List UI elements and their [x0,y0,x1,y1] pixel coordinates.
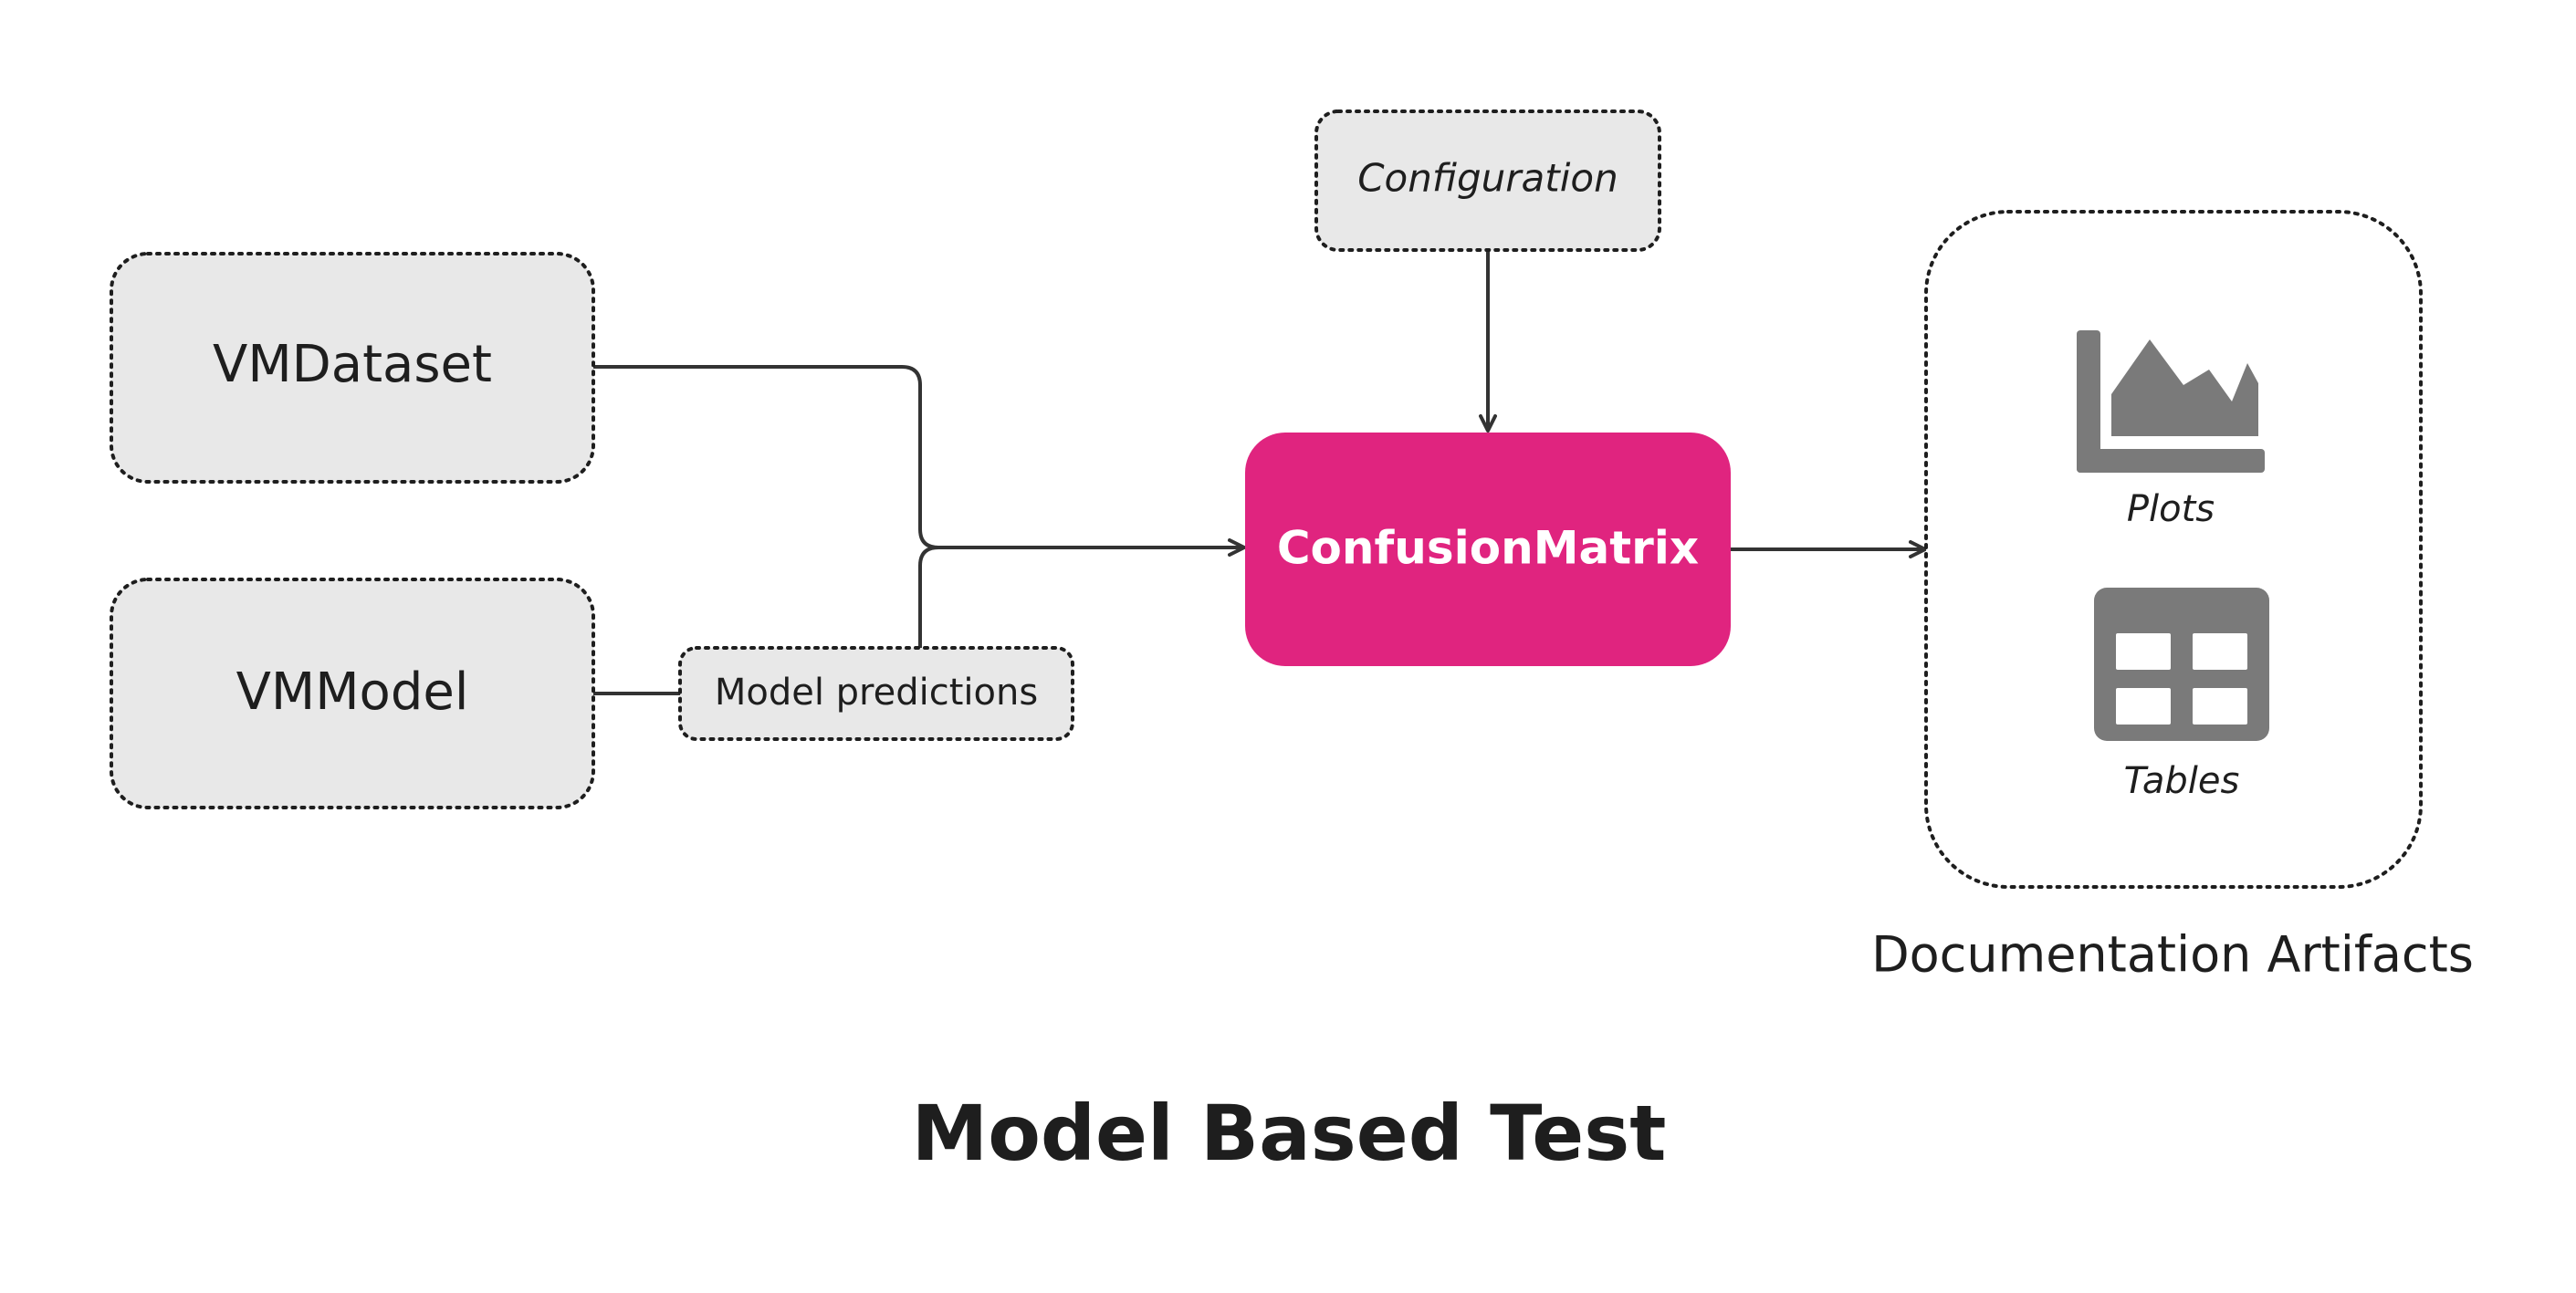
area-chart-icon [2077,330,2265,473]
node-model-predictions: Model predictions [678,646,1074,741]
node-configuration: Configuration [1314,109,1661,252]
table-icon [2094,588,2269,741]
configuration-box [1314,109,1661,252]
vmdataset-box [110,252,595,484]
confusion-matrix-label: ConfusionMatrix [1277,522,1699,575]
model-predictions-label: Model predictions [715,672,1038,714]
node-documentation-artifacts: Plots Tables Documentation Artifacts [1871,210,2474,984]
connector-dataset-to-merge [593,365,939,549]
vmmodel-box [110,578,595,809]
configuration-label: Configuration [1357,156,1618,201]
vmdataset-label: VMDataset [213,335,492,394]
confusion-matrix-box [1245,433,1731,666]
node-vmmodel: VMModel [110,578,595,809]
node-confusion-matrix: ConfusionMatrix [1245,433,1731,666]
plots-label: Plots [2127,488,2215,530]
tables-label: Tables [2124,760,2240,802]
diagram-title: Model Based Test [912,1089,1667,1178]
connectors [593,250,1927,695]
artifacts-label: Documentation Artifacts [1871,926,2474,984]
artifacts-box [1924,210,2423,889]
connector-predictions-to-merge [918,546,939,648]
node-vmdataset: VMDataset [110,252,595,484]
vmmodel-label: VMModel [236,662,469,722]
model-predictions-box [678,646,1074,741]
